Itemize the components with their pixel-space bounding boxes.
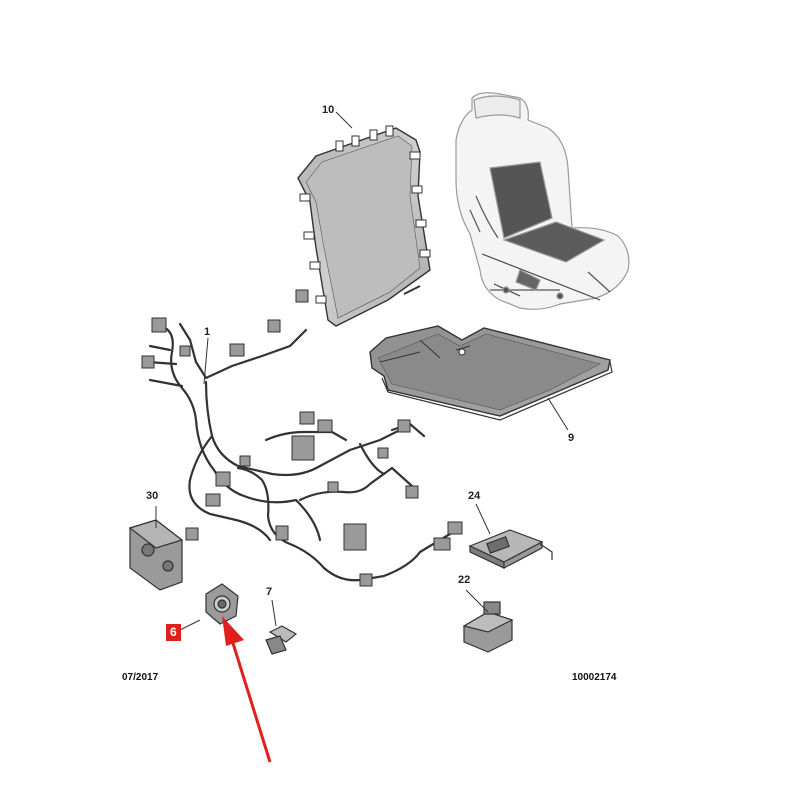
part-10-backrest-pad: [297, 111, 431, 327]
part-24-switch: [468, 503, 553, 569]
label-part-10: 10: [322, 104, 335, 116]
part-6-sensor: [179, 583, 239, 631]
part-7-sensor: [265, 599, 298, 655]
label-part-24: 24: [468, 490, 481, 502]
part-9-cushion-mat: [369, 325, 613, 431]
label-part-9: 9: [568, 432, 575, 444]
leader-1: [203, 337, 209, 385]
footer-ref: 10002174: [572, 672, 617, 683]
label-part-7: 7: [266, 586, 273, 598]
footer-date: 07/2017: [122, 672, 159, 683]
highlight-arrow: [222, 616, 272, 763]
label-part-1: 1: [204, 326, 211, 338]
seat-illustration: [455, 92, 630, 310]
part-22-connector: [462, 589, 514, 653]
label-part-22: 22: [458, 574, 471, 586]
label-part-6-highlighted: 6: [166, 624, 181, 641]
harness-connectors: [141, 289, 463, 587]
part-30-module: [128, 506, 184, 591]
label-part-30: 30: [146, 490, 159, 502]
